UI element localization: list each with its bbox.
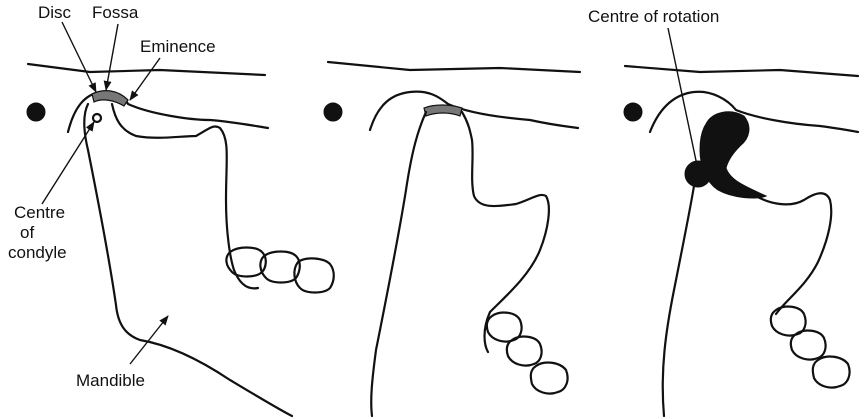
molar-2 [507, 337, 542, 366]
label-centre-of-condyle-2: of [20, 223, 34, 242]
label-fossa: Fossa [92, 3, 139, 22]
articular-disc [424, 105, 462, 116]
landmark-dot [324, 103, 342, 121]
skull-reference-line [625, 66, 858, 76]
molar-2 [791, 331, 826, 360]
skull-reference-line [28, 64, 265, 75]
anterior-ramus-outline [756, 193, 831, 314]
label-mandible: Mandible [76, 371, 145, 390]
panel-closed-jaw: Disc Fossa Eminence Centre of condyle Ma… [8, 3, 334, 416]
arrow-fossa [106, 24, 118, 90]
label-eminence: Eminence [140, 37, 216, 56]
arrow-disc [62, 22, 96, 92]
label-centre-of-condyle-3: condyle [8, 243, 67, 262]
arrow-eminence [130, 58, 160, 100]
landmark-dot [27, 103, 45, 121]
anterior-ramus-outline [112, 104, 258, 288]
panel-open-jaw-rotation: Centre of rotation [588, 7, 858, 416]
molar-3 [531, 363, 568, 394]
molar-teeth [487, 313, 568, 394]
arrow-centre-of-condyle [42, 122, 94, 204]
articular-disc [92, 91, 128, 106]
arrow-mandible [130, 316, 168, 364]
centre-of-rotation-marker [685, 161, 711, 187]
fossa-eminence-outline [650, 92, 858, 132]
label-disc: Disc [38, 3, 72, 22]
condyle-ramus-outline [663, 186, 694, 416]
rotated-condyle-disc [700, 112, 766, 198]
skull-reference-line [328, 62, 580, 72]
label-centre-of-condyle-1: Centre [14, 203, 65, 222]
molar-3 [813, 357, 850, 388]
condyle-ramus-outline [371, 112, 426, 416]
label-centre-of-rotation: Centre of rotation [588, 7, 719, 26]
fossa-eminence-outline [370, 92, 578, 130]
panel-partly-open-jaw [324, 62, 580, 416]
molar-teeth [226, 248, 333, 293]
centre-of-condyle-marker [93, 114, 101, 122]
anterior-ramus-outline [462, 112, 549, 352]
landmark-dot [624, 103, 642, 121]
molar-teeth [771, 307, 850, 388]
